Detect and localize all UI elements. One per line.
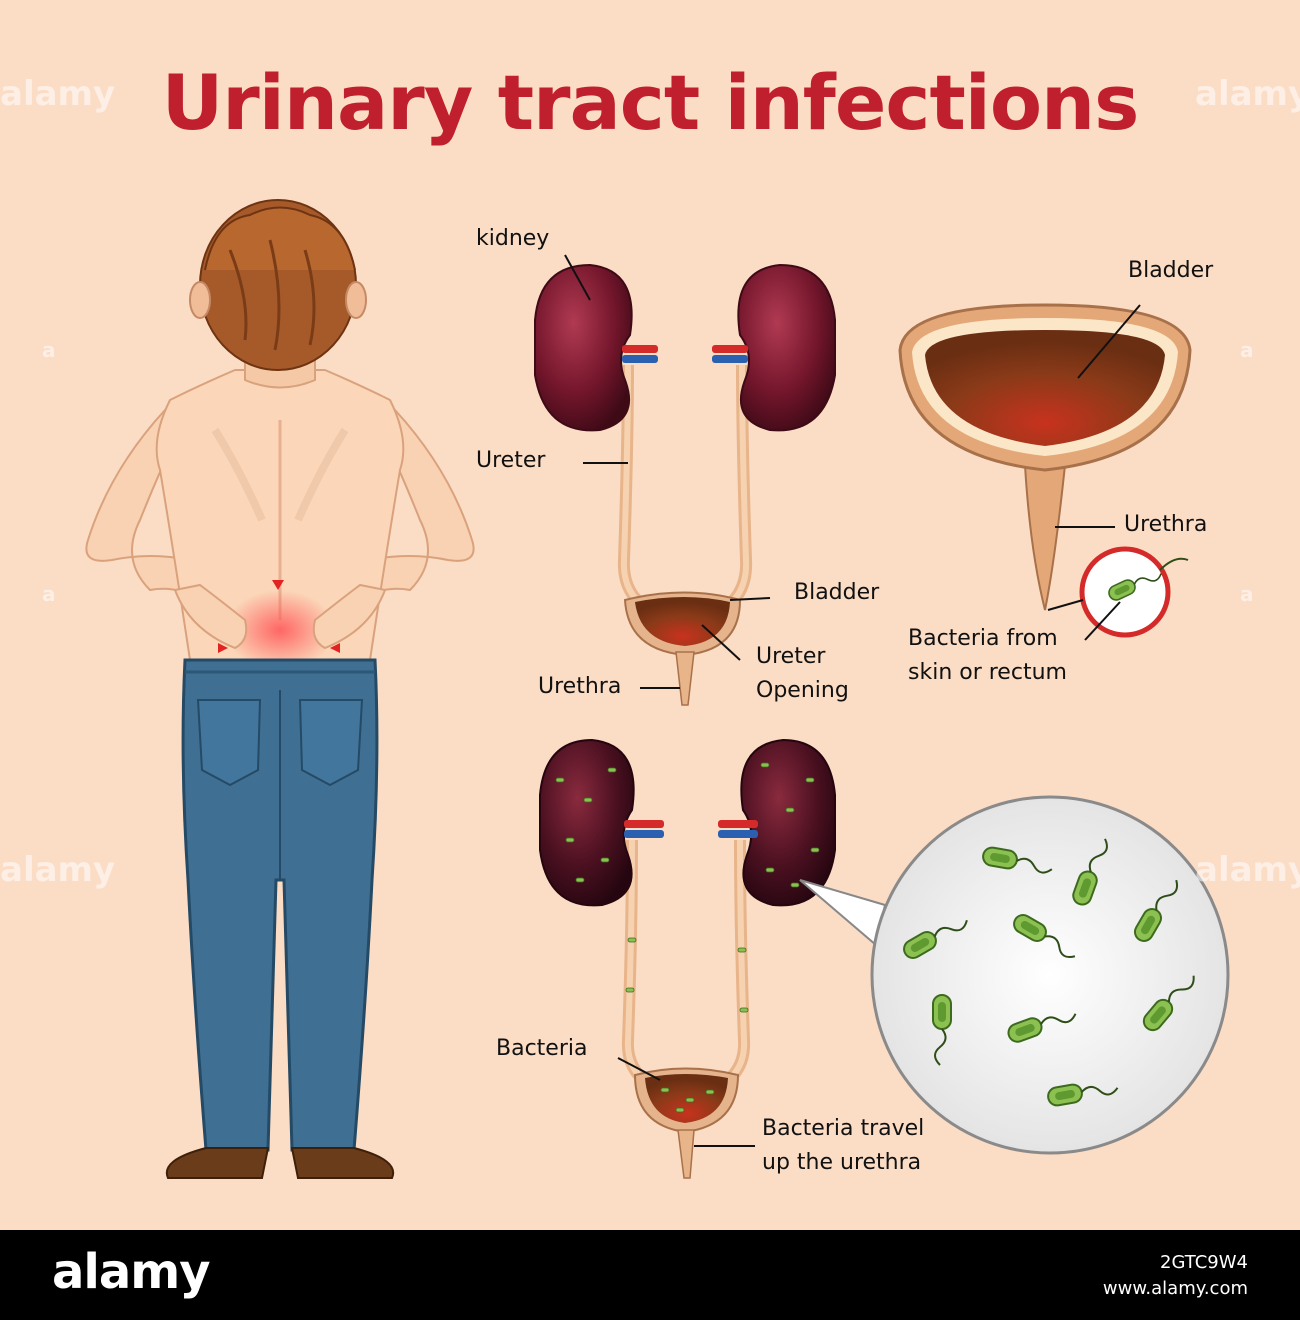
label-bladder: Bladder: [794, 580, 880, 605]
label-urethra-closeup: Urethra: [1124, 512, 1208, 537]
site-url: www.alamy.com: [1102, 1278, 1248, 1299]
man-figure: [85, 199, 475, 1179]
footer-bar: alamy 2GTC9W4 www.alamy.com: [0, 1230, 1300, 1320]
bacteria-magnifier: [799, 795, 1230, 1155]
label-bacteria: Bacteria: [496, 1036, 588, 1061]
label-bladder-closeup: Bladder: [1128, 258, 1214, 283]
watermark: a: [42, 338, 56, 362]
watermark: alamy: [0, 74, 116, 114]
watermark: a: [1240, 338, 1254, 362]
illustration: [85, 199, 1230, 1179]
watermark: a: [42, 582, 56, 606]
label-bacteria-source-line1: Bacteria from: [908, 626, 1058, 651]
label-ureter: Ureter: [476, 448, 546, 473]
bladder-closeup: [898, 303, 1192, 641]
label-ureter-opening-line1: Ureter: [756, 644, 826, 669]
label-bacteria-travel-line1: Bacteria travel: [762, 1116, 925, 1141]
label-kidney: kidney: [476, 226, 550, 251]
watermark: alamy: [1195, 850, 1300, 890]
label-urethra: Urethra: [538, 674, 622, 699]
infected-urinary-system: [539, 738, 836, 1179]
image-id: 2GTC9W4: [1160, 1252, 1248, 1273]
alamy-logo: alamy: [52, 1244, 211, 1300]
watermark: alamy: [0, 850, 116, 890]
urinary-system-diagram: [534, 254, 836, 706]
label-bacteria-travel-line2: up the urethra: [762, 1150, 922, 1175]
watermark: alamy: [1195, 74, 1300, 114]
watermark: a: [1240, 582, 1254, 606]
page-title: Urinary tract infections: [161, 58, 1140, 147]
label-bacteria-source-line2: skin or rectum: [908, 660, 1067, 685]
label-ureter-opening-line2: Opening: [756, 678, 849, 703]
